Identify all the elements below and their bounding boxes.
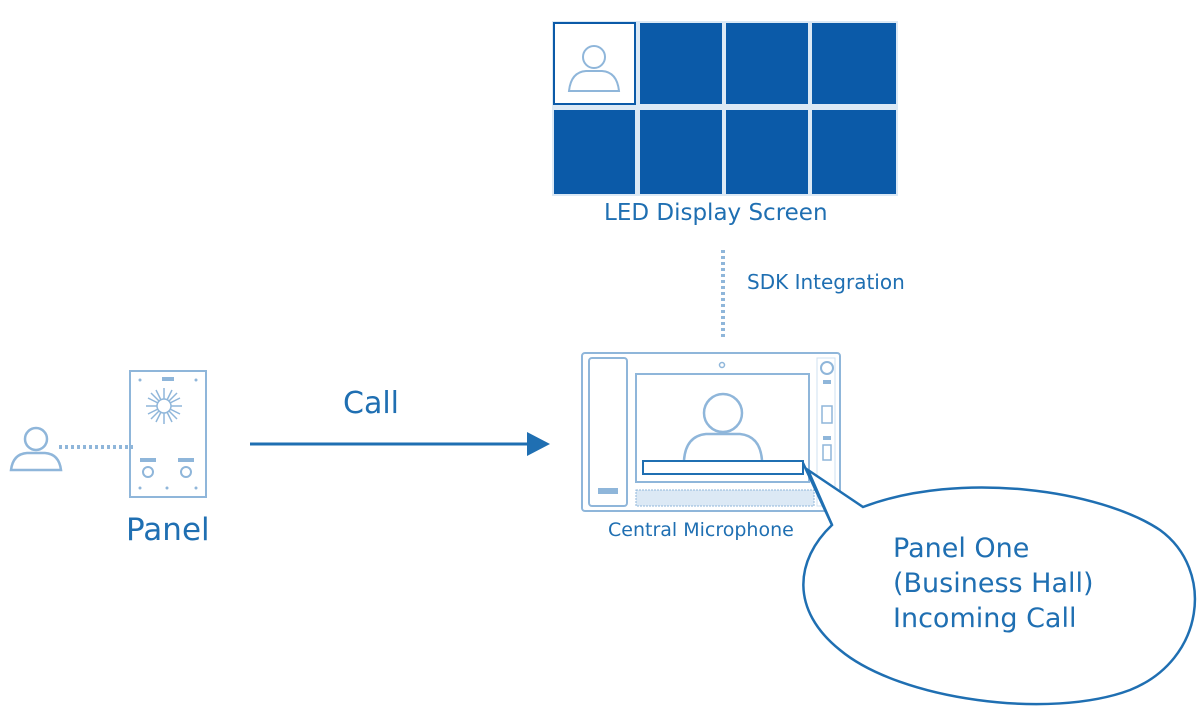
device-button [823, 380, 831, 384]
panel-screw [194, 378, 198, 382]
panel-button-left [142, 466, 154, 478]
bubble-line: (Business Hall) [893, 568, 1094, 599]
device-slot [821, 405, 833, 424]
device-key [822, 444, 832, 461]
panel-label-right [178, 458, 194, 462]
bubble-line: Incoming Call [893, 603, 1077, 634]
led-tile [640, 110, 722, 194]
panel-body [129, 370, 207, 498]
device-speaker-grille [635, 489, 815, 507]
device-camera [718, 361, 726, 369]
panel-device [129, 370, 207, 498]
call-arrow-head [527, 432, 550, 456]
panel-speaker [146, 388, 182, 424]
led-tile [726, 23, 808, 104]
device-key [823, 436, 831, 440]
panel-screw [165, 486, 169, 490]
speech-bubble-tail [801, 462, 834, 526]
central-microphone-label: Central Microphone [608, 519, 794, 541]
device-handset [588, 357, 628, 507]
user-avatar-icon [567, 45, 621, 92]
panel-screw [194, 486, 198, 490]
screen-user-icon [682, 392, 764, 461]
led-tile [812, 23, 896, 104]
panel-label: Panel [126, 512, 210, 548]
incoming-call-bar [642, 460, 804, 475]
speech-bubble-text: Panel One (Business Hall) Incoming Call [893, 531, 1094, 636]
panel-top-mark [162, 377, 174, 381]
call-label: Call [343, 386, 400, 421]
panel-label-left [140, 458, 156, 462]
led-tile [812, 110, 896, 194]
device-knob [820, 361, 834, 375]
central-microphone-device [581, 352, 841, 512]
bubble-line: Panel One [893, 533, 1030, 564]
panel-button-right [180, 466, 192, 478]
led-tile [554, 110, 635, 194]
led-tile [640, 23, 722, 104]
led-display-screen-label: LED Display Screen [604, 200, 828, 226]
panel-screw [138, 378, 142, 382]
device-brand-plate [598, 488, 618, 494]
speech-bubble [802, 466, 1197, 706]
led-tile [726, 110, 808, 194]
led-display-screen [552, 21, 898, 196]
user-icon [9, 426, 63, 472]
panel-screw [138, 486, 142, 490]
sdk-integration-label: SDK Integration [747, 270, 905, 294]
